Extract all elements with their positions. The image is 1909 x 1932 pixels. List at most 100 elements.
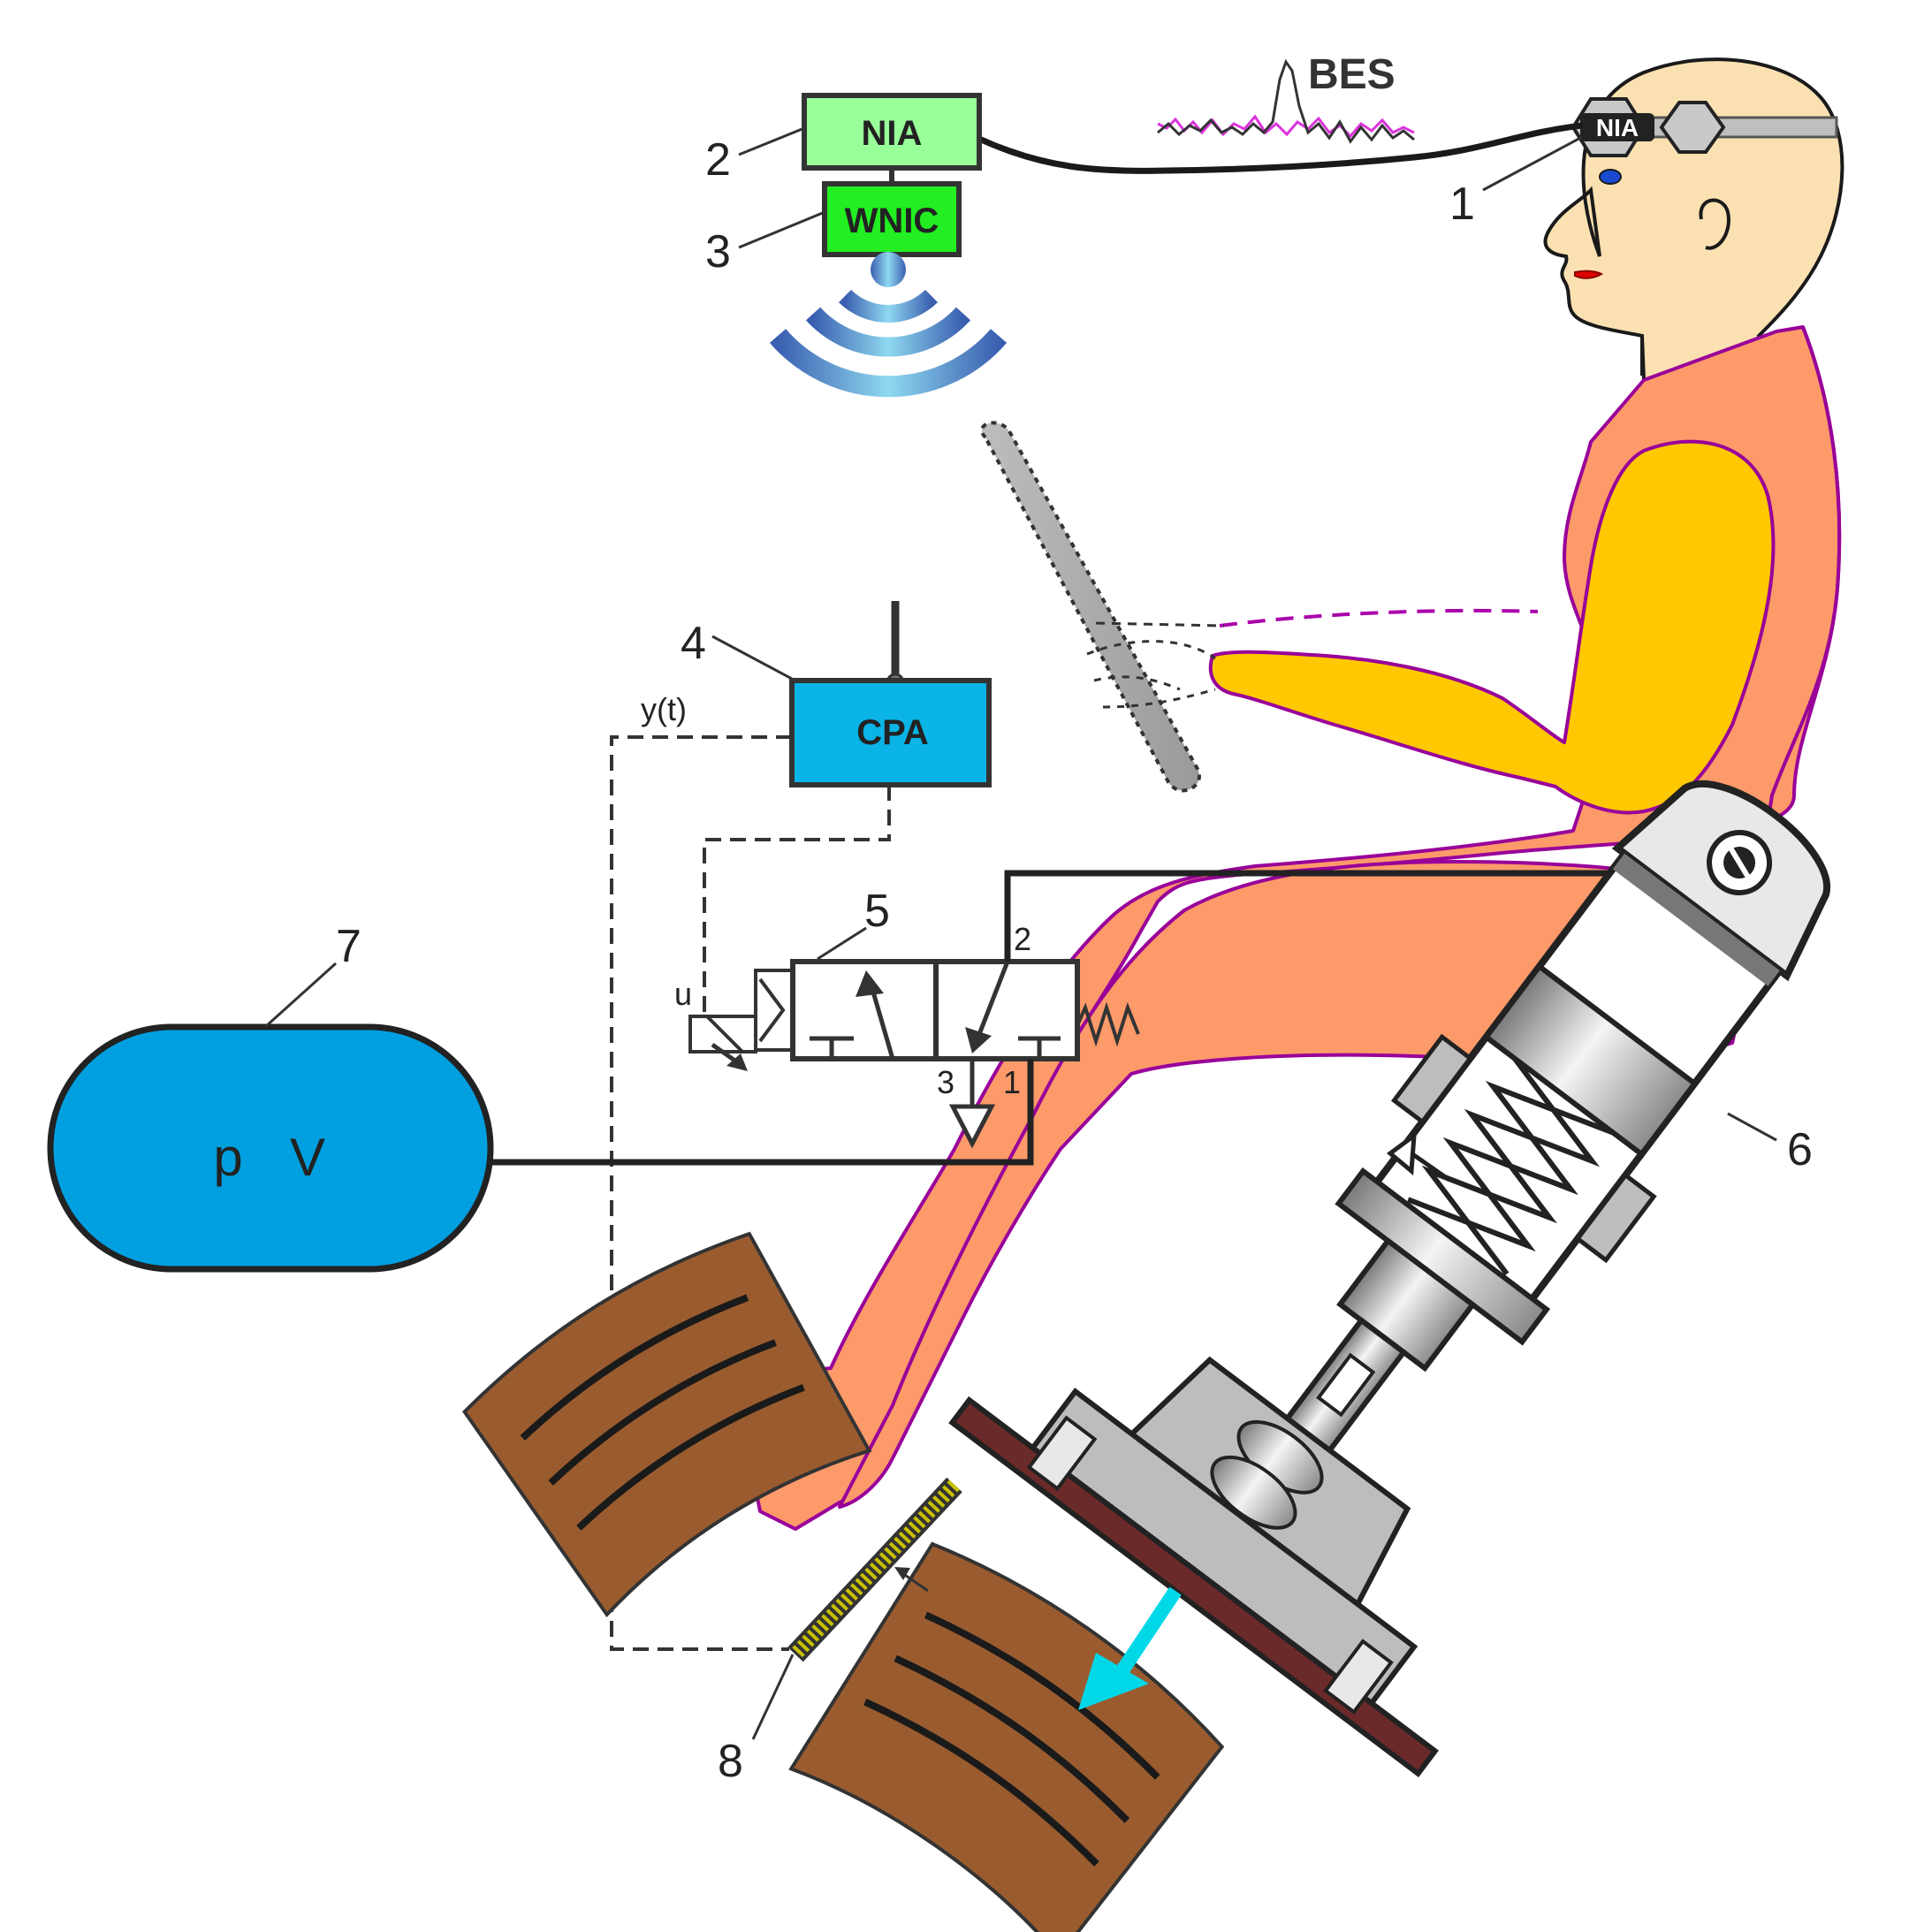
eeg-signal-black bbox=[1157, 58, 1415, 144]
leader-lines bbox=[263, 126, 1777, 1740]
actuator-piston bbox=[1482, 962, 1699, 1158]
label-5: 5 bbox=[864, 886, 890, 937]
actuator-side-tab-right bbox=[1574, 1172, 1657, 1264]
brake-force-arrow bbox=[1078, 1586, 1182, 1710]
eeg-link: BES bbox=[977, 51, 1583, 174]
brake-pedal-rib-3 bbox=[863, 1698, 1099, 1867]
hand-dashed-3 bbox=[1093, 675, 1181, 691]
part-numbers: 1 2 3 4 5 6 7 8 bbox=[336, 134, 1813, 1787]
valve-b-blocked-port bbox=[1018, 1036, 1061, 1059]
arm-previous-position bbox=[1219, 608, 1539, 628]
cpa-controller: CPA bbox=[789, 601, 992, 787]
cpa-box bbox=[789, 678, 992, 787]
valve-port-1-label: 1 bbox=[1003, 1064, 1021, 1100]
brake-pedal-pad bbox=[788, 1541, 1225, 1932]
pedal-plate-red bbox=[948, 1396, 1439, 1778]
steering-wheel-rim bbox=[979, 421, 1201, 793]
plate-bolt-right bbox=[1323, 1639, 1394, 1715]
leader-5 bbox=[817, 926, 867, 961]
solenoid-valve: 2 3 1 bbox=[688, 921, 1140, 1149]
actuator-return-spring-2 bbox=[1407, 1080, 1615, 1252]
air-tank: p V bbox=[47, 1023, 494, 1273]
input-signal-label: u bbox=[674, 976, 692, 1012]
valve-position-a bbox=[790, 959, 939, 1061]
leader-4 bbox=[711, 635, 793, 681]
brake-pedal-rib-2 bbox=[894, 1654, 1130, 1823]
driver-head: NIA bbox=[1543, 57, 1844, 383]
clutch-pedal bbox=[461, 1231, 872, 1618]
label-1: 1 bbox=[1449, 179, 1475, 230]
supply-line bbox=[491, 1059, 1034, 1166]
wnic-box bbox=[822, 181, 962, 257]
electrode-right bbox=[1659, 101, 1726, 154]
output-signal-label: y(t) bbox=[641, 691, 687, 727]
pedal-sensor-arrowhead bbox=[894, 1567, 910, 1580]
hand-dashed-1 bbox=[1095, 621, 1225, 628]
label-4: 4 bbox=[681, 618, 706, 669]
nia-module: NIA WNIC bbox=[802, 93, 982, 257]
brake-pedal bbox=[788, 1541, 1225, 1932]
brake-actuator bbox=[948, 780, 1831, 1778]
wnic-box-label: WNIC bbox=[845, 202, 939, 240]
feedback-signal-line bbox=[610, 735, 792, 1651]
leader-8 bbox=[751, 1654, 795, 1740]
actuator-rod-window bbox=[1316, 1352, 1376, 1418]
brake-pedal-rib-1 bbox=[924, 1611, 1160, 1780]
eeg-cable bbox=[977, 122, 1583, 174]
ear bbox=[1699, 198, 1730, 250]
brake-force-arrowhead bbox=[1078, 1653, 1149, 1710]
leader-3 bbox=[738, 210, 825, 249]
pedal-sensor bbox=[787, 1477, 962, 1662]
tank-volume-label: V bbox=[290, 1128, 325, 1187]
clutch-pedal-rib-1 bbox=[520, 1294, 749, 1441]
back-contour bbox=[1730, 326, 1842, 1044]
leader-6 bbox=[1727, 1112, 1777, 1142]
valve-actuator-arrowhead bbox=[726, 1053, 748, 1071]
headband-nia-plate bbox=[1580, 113, 1654, 141]
wireless-arc-1 bbox=[839, 289, 938, 323]
plate-bolt-left bbox=[1026, 1415, 1098, 1492]
exhaust-symbol bbox=[948, 1104, 996, 1149]
label-3: 3 bbox=[705, 226, 731, 278]
pedal-sensor-bar-fill bbox=[790, 1479, 960, 1660]
clutch-pedal-rib-2 bbox=[548, 1339, 777, 1486]
leader-2 bbox=[738, 126, 805, 156]
arm bbox=[1208, 439, 1776, 815]
valve-position-b bbox=[933, 959, 1080, 1061]
label-2: 2 bbox=[705, 134, 731, 186]
hand-dashed-4 bbox=[1102, 688, 1216, 709]
control-signals: y(t) u bbox=[610, 691, 891, 1651]
actuator-side-tab-left bbox=[1390, 1033, 1474, 1125]
hand-dashed-2 bbox=[1086, 640, 1216, 660]
clutch-pedal-rib-3 bbox=[576, 1384, 805, 1531]
valve-port-3-label: 3 bbox=[937, 1064, 954, 1100]
valve-solenoid-slash bbox=[705, 1015, 744, 1053]
leader-7 bbox=[263, 962, 338, 1029]
steering-wheel bbox=[979, 421, 1225, 793]
valve-command-line bbox=[703, 785, 891, 1013]
eye bbox=[1599, 169, 1622, 185]
headband-nia-label: NIA bbox=[1596, 114, 1639, 141]
tank-pressure-label: p bbox=[213, 1128, 242, 1187]
wireless-icon bbox=[769, 252, 1008, 398]
eeg-signal-magenta bbox=[1157, 114, 1415, 139]
actuator-exhaust-line bbox=[1410, 1151, 1451, 1183]
valve-pilot-symbol bbox=[758, 977, 786, 1043]
valve-b-flow-arrow bbox=[974, 961, 1010, 1042]
wireless-arc-2 bbox=[805, 307, 971, 357]
nia-box-label: NIA bbox=[862, 114, 923, 153]
valve-a-flow-arrowhead bbox=[856, 970, 884, 997]
valve-a-blocked-port bbox=[810, 1036, 854, 1059]
cpa-box-label: CPA bbox=[856, 713, 928, 752]
valve-port-2-label: 2 bbox=[1014, 921, 1031, 957]
actuator-cylinder-band bbox=[1612, 853, 1780, 986]
label-8: 8 bbox=[718, 1736, 743, 1787]
valve-a-flow-arrow bbox=[868, 982, 895, 1060]
valve-spring bbox=[1076, 1001, 1140, 1047]
wireless-dot bbox=[871, 252, 906, 287]
leader-1 bbox=[1482, 135, 1583, 192]
valve-b-flow-arrowhead bbox=[965, 1027, 992, 1053]
brake-force-arrow-shaft bbox=[1116, 1586, 1182, 1675]
clutch-pedal-pad bbox=[461, 1231, 872, 1618]
